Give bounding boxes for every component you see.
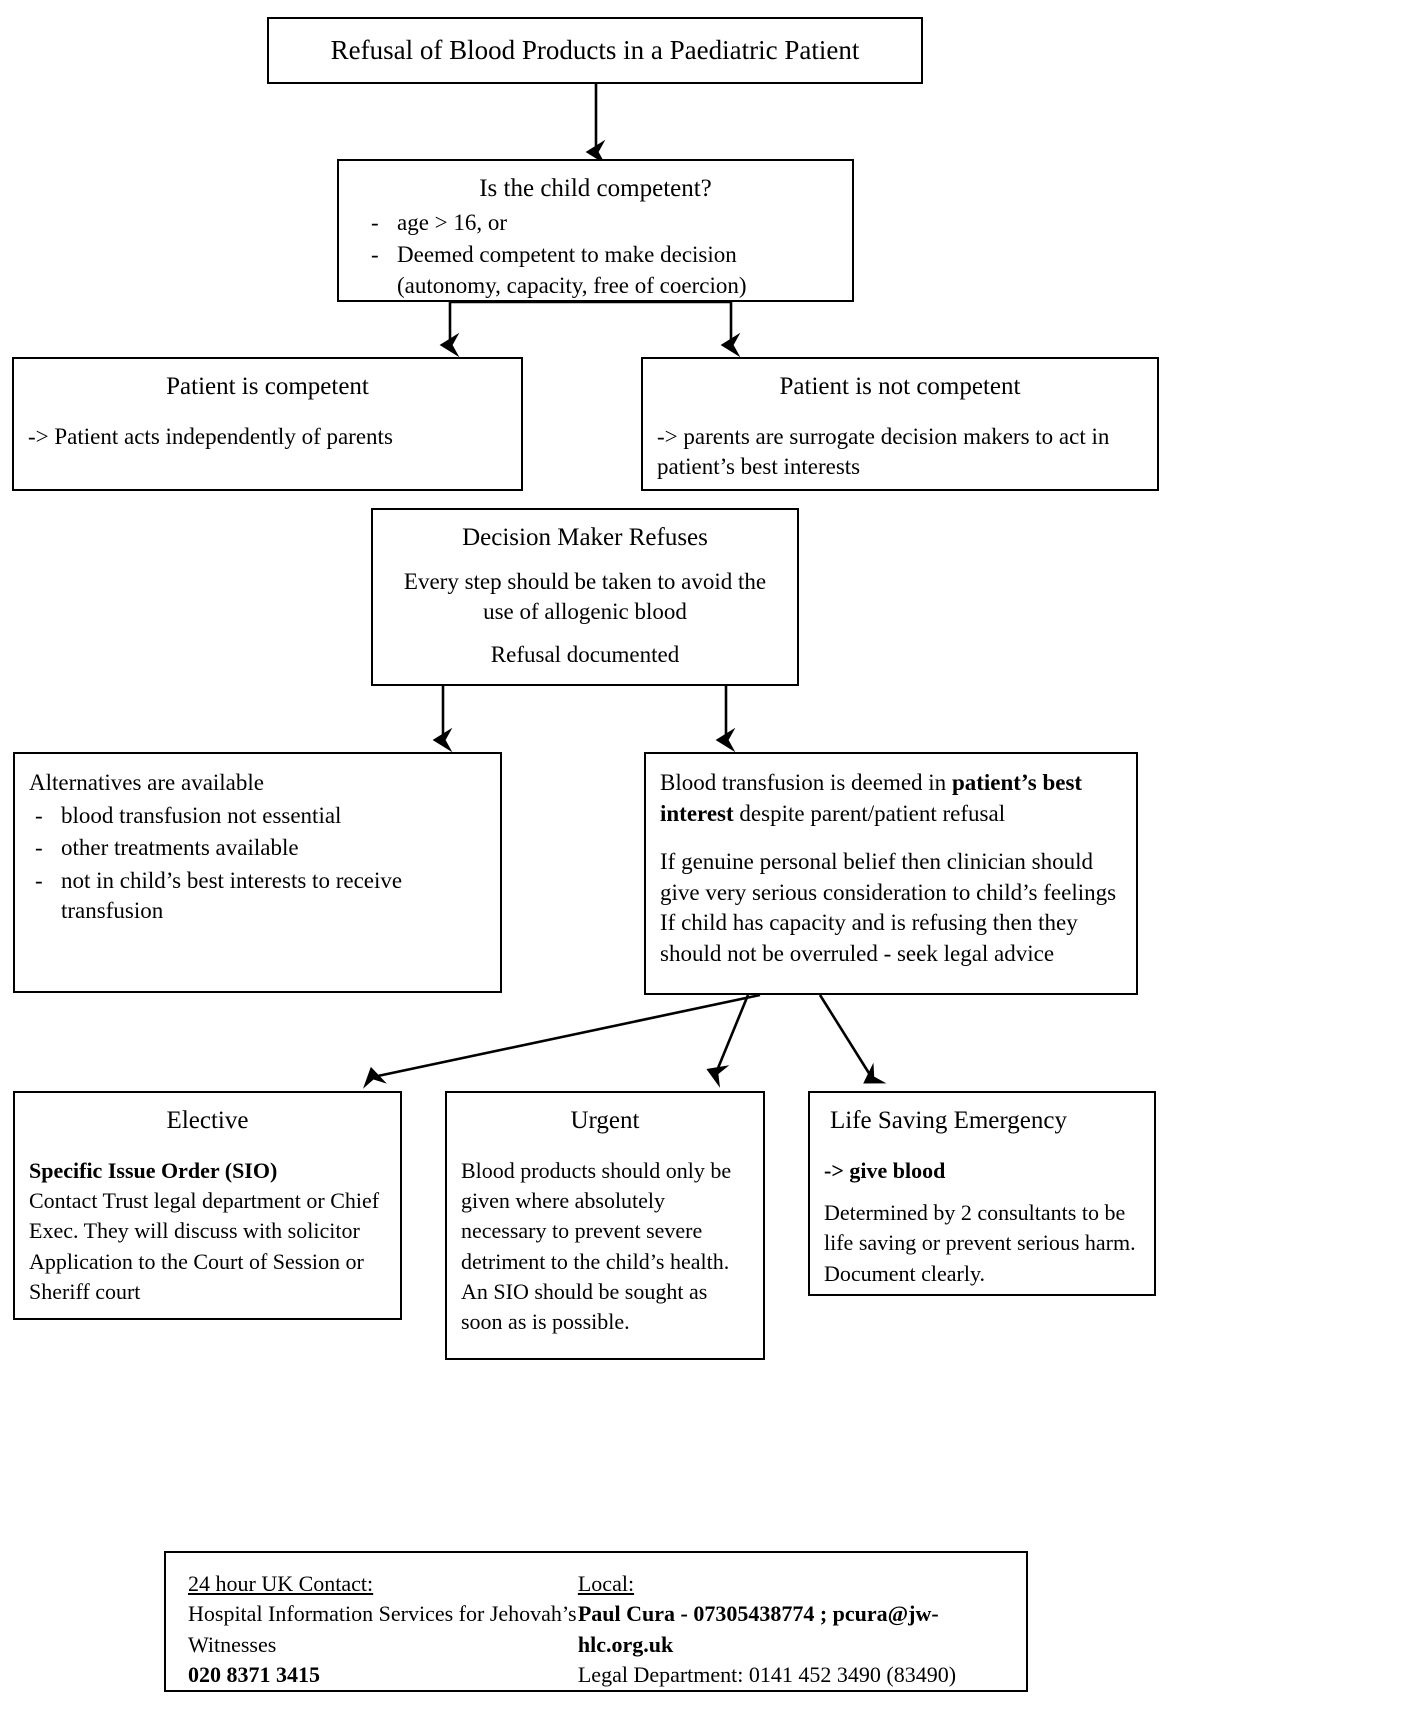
urgent-heading: Urgent — [570, 1107, 640, 1134]
alternatives-heading: Alternatives are available — [29, 770, 264, 795]
list-item: - Deemed competent to make decision (aut… — [371, 240, 838, 301]
elective-heading: Elective — [166, 1107, 249, 1134]
bullet-marker: - — [35, 835, 43, 861]
list-item-label: other treatments available — [61, 835, 299, 861]
uk-contact-phone: 020 8371 3415 — [188, 1662, 320, 1688]
local-contact-legal: Legal Department: 0141 452 3490 (83490) — [577, 1662, 957, 1688]
spacer — [387, 555, 783, 567]
node-title: Refusal of Blood Products in a Paediatri… — [267, 17, 923, 84]
node-decision-maker-refuses: Decision Maker Refuses Every step should… — [371, 508, 799, 686]
list-item-label: Deemed competent to make decision (auton… — [397, 242, 747, 298]
spacer — [824, 1138, 1140, 1156]
spacer — [824, 1186, 1140, 1198]
refuses-heading: Decision Maker Refuses — [462, 524, 708, 551]
list-item: - age > 16, or — [371, 208, 838, 239]
list-item-label: not in child’s best interests to receive… — [61, 867, 403, 924]
bullet-marker: - — [371, 242, 379, 268]
node-life-saving-emergency: Life Saving Emergency -> give blood Dete… — [808, 1091, 1156, 1296]
best-interest-lead-bold: patient’s best interest — [660, 770, 1083, 826]
elective-body: Contact Trust legal department or Chief … — [29, 1187, 380, 1304]
page-title: Refusal of Blood Products in a Paediatri… — [330, 34, 860, 65]
emergency-bold-lead: -> give blood — [824, 1157, 946, 1183]
refuses-body-2: Refusal documented — [490, 641, 680, 667]
spacer — [387, 628, 783, 640]
best-interest-lead-post: despite parent/patient refusal — [733, 800, 1006, 826]
spacer — [461, 1138, 749, 1156]
spacer — [28, 404, 507, 422]
contacts-local-column: Local: Paul Cura - 07305438774 ; pcura@j… — [578, 1569, 1004, 1690]
competent-heading: Patient is competent — [166, 373, 369, 400]
spacer — [29, 1138, 386, 1156]
contacts-uk-column: 24 hour UK Contact: Hospital Information… — [188, 1569, 578, 1690]
list-item-label: age > 16, or — [397, 209, 508, 235]
node-competency: Is the child competent? - age > 16, or -… — [337, 159, 854, 302]
node-best-interest: Blood transfusion is deemed in patient’s… — [644, 752, 1138, 995]
local-contact-label: Local: — [577, 1571, 635, 1596]
not-competent-body: -> parents are surrogate decision makers… — [657, 423, 1110, 480]
spacer — [660, 829, 1122, 847]
list-item: - blood transfusion not essential — [35, 801, 486, 832]
list-item: - not in child’s best interests to recei… — [35, 866, 486, 927]
list-item: - other treatments available — [35, 833, 486, 864]
node-patient-not-competent: Patient is not competent -> parents are … — [641, 357, 1159, 491]
bullet-marker: - — [35, 802, 43, 828]
elective-bold-lead: Specific Issue Order (SIO) — [29, 1157, 278, 1183]
uk-contact-label: 24 hour UK Contact: — [188, 1571, 374, 1596]
not-competent-heading: Patient is not competent — [779, 373, 1021, 400]
bullet-marker: - — [35, 867, 43, 893]
node-elective: Elective Specific Issue Order (SIO) Cont… — [13, 1091, 402, 1320]
emergency-heading: Life Saving Emergency — [830, 1107, 1067, 1134]
uk-contact-org: Hospital Information Services for Jehova… — [188, 1601, 577, 1657]
competent-body: -> Patient acts independently of parents — [28, 423, 393, 449]
list-item-label: blood transfusion not essential — [61, 802, 342, 828]
node-patient-competent: Patient is competent -> Patient acts ind… — [12, 357, 523, 491]
node-urgent: Urgent Blood products should only be giv… — [445, 1091, 765, 1360]
best-interest-lead-pre: Blood transfusion is deemed in — [660, 770, 952, 795]
best-interest-body: If genuine personal belief then clinicia… — [660, 849, 1117, 966]
emergency-body: Determined by 2 consultants to be life s… — [824, 1199, 1136, 1286]
urgent-body: Blood products should only be given wher… — [461, 1157, 732, 1335]
spacer — [657, 404, 1143, 422]
competency-bullets: - age > 16, or - Deemed competent to mak… — [353, 208, 838, 302]
bullet-marker: - — [371, 209, 379, 235]
local-contact-person: Paul Cura - 07305438774 ; pcura@jw-hlc.o… — [577, 1601, 939, 1657]
contacts-grid: 24 hour UK Contact: Hospital Information… — [188, 1569, 1004, 1690]
alternatives-bullets: - blood transfusion not essential - othe… — [29, 801, 486, 927]
competency-heading: Is the child competent? — [479, 175, 712, 202]
refuses-body-1: Every step should be taken to avoid the … — [403, 568, 767, 625]
node-contacts: 24 hour UK Contact: Hospital Information… — [164, 1551, 1028, 1692]
best-interest-lead: Blood transfusion is deemed in patient’s… — [660, 768, 1122, 829]
node-alternatives: Alternatives are available - blood trans… — [13, 752, 502, 993]
